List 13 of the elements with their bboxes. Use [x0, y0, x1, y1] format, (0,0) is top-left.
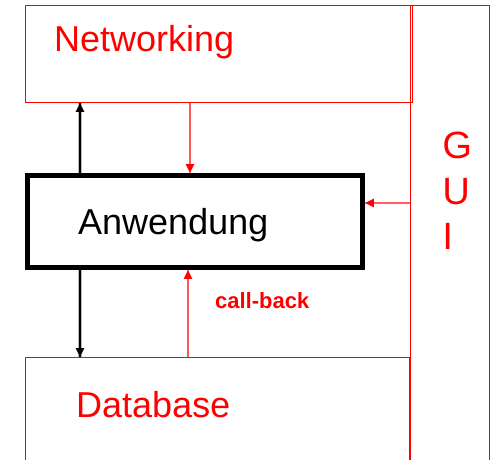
arrow: [365, 198, 410, 208]
node-label: Networking: [54, 17, 236, 61]
node-label: GUI: [441, 124, 469, 260]
arrow: [76, 270, 84, 357]
module-box: [25, 5, 413, 103]
arrow: [76, 103, 84, 173]
module-box: [410, 5, 490, 460]
arrow: [184, 270, 192, 357]
node-label: Database: [76, 383, 232, 427]
module-box: [25, 357, 410, 460]
process-box: [25, 173, 365, 270]
arrow: [186, 103, 194, 173]
node-label: Anwendung: [78, 200, 268, 244]
